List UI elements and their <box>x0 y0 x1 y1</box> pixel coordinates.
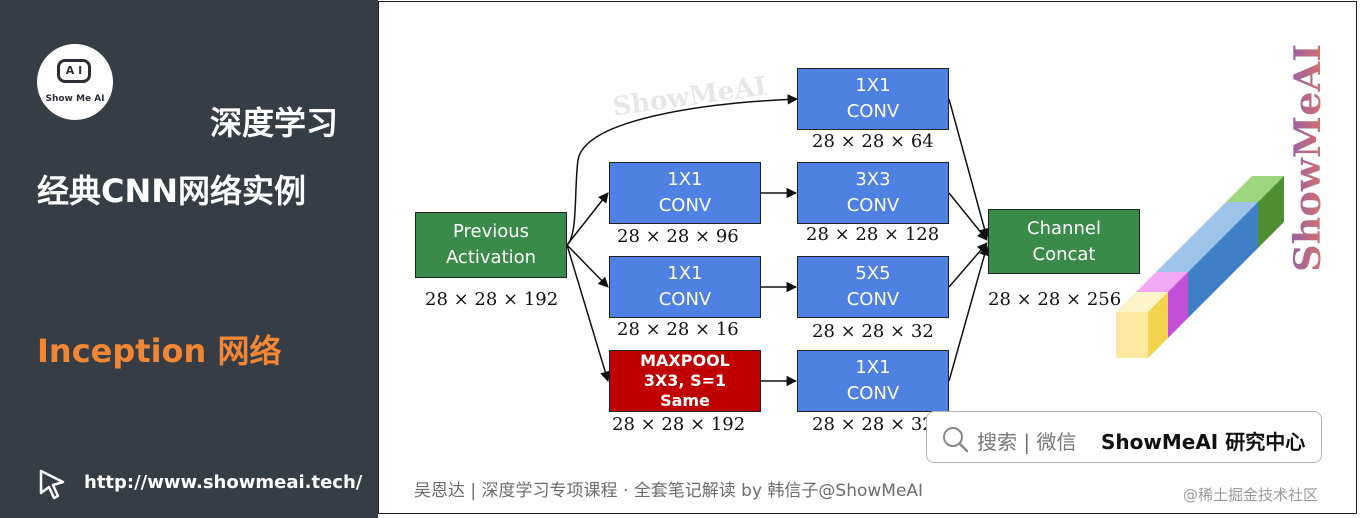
showmeai-logo[interactable]: A I Show Me AI <box>37 44 113 120</box>
channel-concat-node: Channel Concat <box>988 209 1140 274</box>
pointer-cursor-icon <box>39 469 65 500</box>
brand-vertical-text: ShowMeAI <box>1290 44 1326 272</box>
previous-activation-dim: 28 × 28 × 192 <box>425 289 559 310</box>
topic-title: Inception 网络 <box>37 332 282 370</box>
wechat-search-box[interactable]: 搜索 | 微信 ShowMeAI 研究中心 <box>926 411 1322 463</box>
arrow-prev-to-b3 <box>566 244 609 288</box>
footer-credit: 吴恩达 | 深度学习专项课程 · 全套笔记解读 by 韩信子@ShowMeAI <box>414 481 924 501</box>
corner-credit: @稀土掘金技术社区 <box>1183 486 1319 504</box>
logo-text: Show Me AI <box>45 94 105 104</box>
website-link[interactable]: http://www.showmeai.tech/ <box>84 472 363 493</box>
arrow-prev-to-b2 <box>566 192 609 246</box>
branch2-conv3x3-dim: 28 × 28 × 128 <box>806 224 940 245</box>
branch3-conv5x5-dim: 28 × 28 × 32 <box>812 321 934 342</box>
channel-concat-dim: 28 × 28 × 256 <box>988 289 1122 310</box>
search-brand: ShowMeAI 研究中心 <box>1101 430 1306 454</box>
title-cnn-examples: 经典CNN网络实例 <box>37 172 307 210</box>
arrow-b4-to-concat <box>948 244 990 382</box>
brand-vertical-logo: ShowMeAI <box>1290 44 1326 272</box>
previous-activation-node: Previous Activation <box>415 212 567 278</box>
branch4-conv1x1-dim: 28 × 28 × 32 <box>812 414 934 435</box>
branch3-conv5x5-node: 5X5 CONV <box>797 256 949 318</box>
slide-frame <box>378 1 1357 514</box>
branch4-conv1x1-node: 1X1 CONV <box>797 350 949 412</box>
branch2-conv1x1-dim: 28 × 28 × 96 <box>617 226 739 247</box>
sidebar: A I Show Me AI 深度学习 经典CNN网络实例 Inception … <box>0 0 378 518</box>
search-label: 搜索 | 微信 <box>977 430 1077 454</box>
arrow-prev-to-maxpool <box>566 244 611 383</box>
title-deep-learning: 深度学习 <box>209 104 338 142</box>
top-conv1x1-node: 1X1 CONV <box>797 68 949 130</box>
branch3-conv1x1-dim: 28 × 28 × 16 <box>617 319 739 340</box>
arrow-prev-to-top-conv <box>566 94 799 246</box>
arrow-top-to-concat <box>948 98 990 240</box>
maxpool-dim: 28 × 28 × 192 <box>612 414 746 435</box>
robot-face-icon: A I <box>57 59 91 83</box>
top-conv1x1-dim: 28 × 28 × 64 <box>812 131 934 152</box>
arrow-3x3-to-concat <box>948 192 988 241</box>
branch2-conv1x1-node: 1X1 CONV <box>609 162 761 224</box>
search-icon <box>943 427 969 453</box>
maxpool-node: MAXPOOL 3X3, S=1 Same <box>609 350 761 412</box>
branch3-conv1x1-node: 1X1 CONV <box>609 256 761 318</box>
branch2-conv3x3-node: 3X3 CONV <box>797 162 949 224</box>
